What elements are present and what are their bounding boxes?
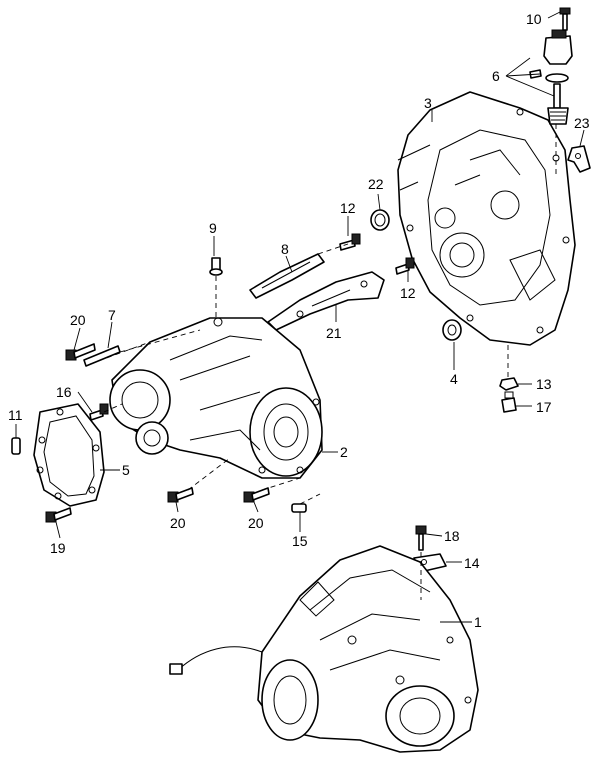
callout-1: 1 — [474, 614, 482, 630]
bolt-20-lower-left — [167, 487, 194, 503]
side-cover-5 — [33, 403, 105, 507]
callout-20-lower-right: 20 — [248, 515, 264, 531]
washer-4 — [442, 319, 462, 341]
bolt-12-lower — [395, 257, 415, 275]
pin-11 — [11, 437, 21, 455]
transaxle-case — [109, 317, 323, 479]
nut-13 — [499, 377, 519, 391]
callout-22: 22 — [368, 176, 384, 192]
callout-20-lower-left: 20 — [170, 515, 186, 531]
callout-9: 9 — [209, 220, 217, 236]
transaxle-assembly — [169, 545, 479, 753]
bolt-16 — [89, 403, 109, 421]
callout-21: 21 — [326, 325, 342, 341]
alignment-line-pin-7 — [89, 329, 201, 365]
callout-4: 4 — [450, 371, 458, 387]
callout-19: 19 — [50, 540, 66, 556]
callout-18: 18 — [444, 528, 460, 544]
alignment-line-lower-bolts — [187, 457, 321, 505]
dowel-15 — [291, 503, 307, 513]
clutch-housing — [397, 91, 576, 346]
bolt-19 — [45, 507, 72, 523]
breather-9 — [209, 257, 223, 276]
callout-5: 5 — [122, 462, 130, 478]
shield-plate-8 — [249, 253, 325, 299]
callout-6: 6 — [492, 68, 500, 84]
callout-23: 23 — [574, 115, 590, 131]
speedometer-gear-assembly — [529, 29, 573, 125]
callout-7: 7 — [108, 307, 116, 323]
bolt-20-top — [65, 343, 96, 361]
callout-17: 17 — [536, 399, 552, 415]
leader-lines — [15, 11, 585, 623]
callout-13: 13 — [536, 376, 552, 392]
callout-16: 16 — [56, 384, 72, 400]
callout-12-lower: 12 — [400, 285, 416, 301]
bolt-20-lower-right — [243, 487, 270, 503]
oil-seal-22 — [370, 209, 390, 231]
callout-8: 8 — [281, 241, 289, 257]
callout-3: 3 — [424, 95, 432, 111]
callout-2: 2 — [340, 444, 348, 460]
callout-10: 10 — [526, 11, 542, 27]
callout-14: 14 — [464, 555, 480, 571]
alignment-line-bolt-16 — [103, 403, 123, 413]
callout-11: 11 — [8, 407, 23, 423]
plug-17 — [501, 391, 517, 413]
bolt-12-upper — [339, 233, 361, 251]
callout-20-top: 20 — [70, 312, 86, 328]
callout-15: 15 — [292, 533, 308, 549]
bracket-21 — [267, 271, 385, 331]
bolt-18 — [415, 525, 427, 551]
bracket-23 — [567, 145, 591, 173]
callout-12-upper: 12 — [340, 200, 356, 216]
bolt-10 — [559, 7, 571, 31]
